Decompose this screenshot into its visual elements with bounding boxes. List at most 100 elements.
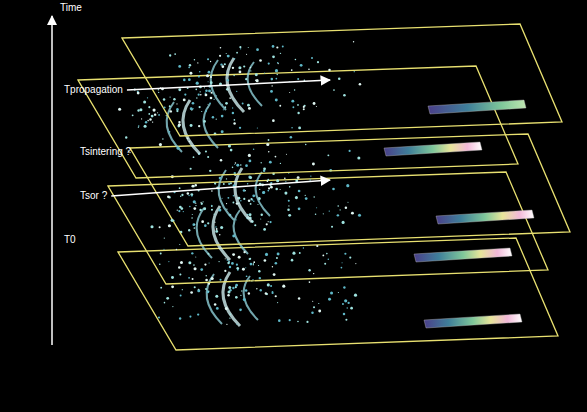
speckle-dot xyxy=(342,303,344,305)
speckle-dot xyxy=(246,54,247,55)
speckle-dot xyxy=(201,111,202,112)
speckle-dot xyxy=(297,176,300,179)
speckle-arc xyxy=(235,168,252,222)
speckle-dot xyxy=(272,119,275,122)
speckle-dot xyxy=(278,319,281,322)
speckle-dot xyxy=(178,121,180,123)
speckle-dot xyxy=(188,229,190,231)
speckle-dot xyxy=(250,67,251,68)
speckle-dot xyxy=(292,252,295,255)
speckle-dot xyxy=(315,213,317,215)
leader-arrow xyxy=(111,180,330,196)
speckle-dot xyxy=(298,126,301,129)
speckle-dot xyxy=(248,154,251,157)
speckle-dot xyxy=(188,66,190,68)
speckle-dot xyxy=(349,257,351,259)
speckle-dot xyxy=(189,64,191,66)
speckle-dot xyxy=(305,197,308,200)
speckle-dot xyxy=(249,258,251,260)
speckle-dot xyxy=(275,69,278,72)
speckle-dot xyxy=(236,164,239,167)
speckle-dot xyxy=(151,115,154,118)
image-frame xyxy=(108,172,548,284)
speckle-dot xyxy=(306,321,308,323)
speckle-dot xyxy=(211,277,214,280)
speckle-dot xyxy=(253,201,255,203)
speckle-dot xyxy=(163,249,164,250)
speckle-dot xyxy=(276,46,278,48)
speckle-dot xyxy=(163,98,166,101)
speckle-dot xyxy=(305,144,306,145)
speckle-dot xyxy=(236,52,238,54)
speckle-dot xyxy=(152,109,155,112)
speckle-dot xyxy=(235,284,238,287)
time-point-label: Tsintering ? xyxy=(80,146,131,158)
speckle-dot xyxy=(253,261,255,263)
speckle-dot xyxy=(236,267,239,270)
speckle-dot xyxy=(239,309,242,312)
speckle-dot xyxy=(275,99,278,102)
speckle-dot xyxy=(227,294,229,296)
speckle-dot xyxy=(207,107,208,108)
speckle-dot xyxy=(149,118,151,120)
speckle-dot xyxy=(259,277,261,279)
speckle-dot xyxy=(166,115,167,116)
speckle-dot xyxy=(330,291,333,294)
speckle-dot xyxy=(288,205,289,206)
speckle-dot xyxy=(226,178,227,179)
speckle-dot xyxy=(285,181,286,182)
speckle-dot xyxy=(327,154,329,156)
speckle-dot xyxy=(282,285,285,288)
speckle-dot xyxy=(220,226,223,229)
speckle-dot xyxy=(253,263,254,264)
speckle-dot xyxy=(192,223,195,226)
speckle-dot xyxy=(275,295,277,297)
speckle-dot xyxy=(214,303,217,306)
speckle-dot xyxy=(277,74,278,75)
speckle-dot xyxy=(207,222,209,224)
speckle-dot xyxy=(196,82,199,85)
speckle-dot xyxy=(194,224,195,225)
speckle-dot xyxy=(284,178,286,180)
frame-outline xyxy=(108,172,548,284)
speckle-dot xyxy=(270,285,272,287)
speckle-dot xyxy=(268,63,270,65)
speckle-dot xyxy=(275,78,277,80)
speckle-dot xyxy=(297,112,299,114)
speckle-dot xyxy=(221,130,224,133)
speckle-dot xyxy=(212,93,213,94)
speckle-dot xyxy=(271,292,273,294)
speckle-dot xyxy=(343,313,346,316)
frame-outline xyxy=(78,66,518,178)
speckle-dot xyxy=(311,311,313,313)
speckle-dot xyxy=(308,269,310,271)
speckle-dot xyxy=(260,218,261,219)
speckle-dot xyxy=(284,192,287,195)
speckle-dot xyxy=(337,214,339,216)
speckle-dot xyxy=(236,324,237,325)
speckle-dot xyxy=(266,223,268,225)
speckle-dot xyxy=(225,102,228,105)
speckle-dot xyxy=(227,197,229,199)
speckle-dot xyxy=(209,262,210,263)
speckle-dot xyxy=(312,162,315,165)
speckle-dot xyxy=(179,317,181,319)
speckle-dot xyxy=(215,295,218,298)
speckle-dot xyxy=(265,253,268,256)
speckle-dot xyxy=(232,253,235,256)
speckle-arc xyxy=(204,104,218,148)
speckle-dot xyxy=(193,207,196,210)
speckle-dot xyxy=(271,78,274,81)
speckle-dot xyxy=(250,203,252,205)
speckle-dot xyxy=(238,256,241,259)
speckle-dot xyxy=(211,190,213,192)
speckle-dot xyxy=(224,63,226,65)
speckle-dot xyxy=(235,162,237,164)
speckle-dot xyxy=(290,136,293,139)
speckle-dot xyxy=(181,194,183,196)
speckle-dot xyxy=(169,54,171,56)
speckle-dot xyxy=(232,287,234,289)
speckle-dot xyxy=(215,230,218,233)
speckle-dot xyxy=(199,71,200,72)
